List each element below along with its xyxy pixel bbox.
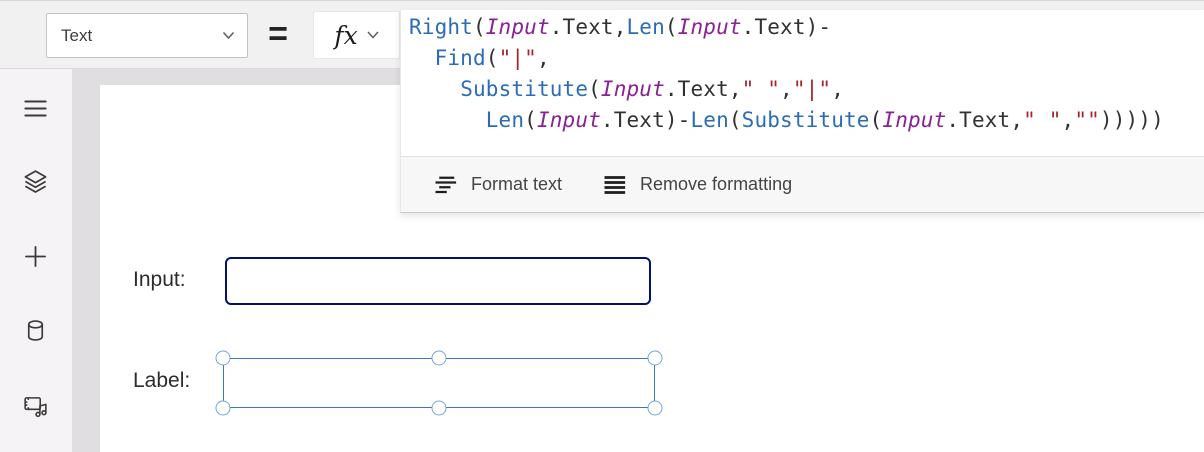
fx-icon: fx <box>334 20 358 50</box>
fx-dropdown-button[interactable]: fx <box>313 11 400 59</box>
equals-sign: = <box>268 15 288 53</box>
text-input-control[interactable] <box>225 257 651 305</box>
media-icon <box>24 397 47 418</box>
label-caption-label: Label: <box>133 369 191 392</box>
sidebar-item-media[interactable] <box>22 392 49 419</box>
property-selector-value: Text <box>61 25 93 45</box>
menu-icon <box>24 100 47 117</box>
sidebar-item-insert[interactable] <box>22 243 49 270</box>
selection-handle-bottom-right[interactable] <box>647 400 663 416</box>
data-icon <box>27 320 44 341</box>
chevron-down-icon <box>367 31 379 39</box>
formula-code[interactable]: Right(Input.Text,Len(Input.Text)- Find("… <box>409 15 1164 132</box>
sidebar-item-menu[interactable] <box>22 95 49 122</box>
property-selector-dropdown[interactable]: Text <box>46 13 248 58</box>
remove-formatting-label: Remove formatting <box>640 174 793 194</box>
selection-handle-top-right[interactable] <box>647 350 663 366</box>
chevron-down-icon <box>222 31 235 40</box>
remove-formatting-button[interactable]: Remove formatting <box>602 174 792 195</box>
selection-handle-top-left[interactable] <box>215 350 231 366</box>
tree-view-icon <box>24 170 47 193</box>
insert-icon <box>25 246 46 267</box>
input-caption-label: Input: <box>133 268 186 291</box>
sidebar-item-tree-view[interactable] <box>22 168 49 195</box>
selection-handle-top-center[interactable] <box>431 350 447 366</box>
sidebar-item-data[interactable] <box>22 317 49 344</box>
selection-handle-bottom-left[interactable] <box>215 400 231 416</box>
format-text-icon <box>435 176 457 193</box>
app-authoring-sidebar <box>0 69 72 452</box>
formula-bar-panel: Right(Input.Text,Len(Input.Text)- Find("… <box>400 10 1204 213</box>
formula-bar-footer: Format text Remove formatting <box>401 156 1204 212</box>
remove-formatting-icon <box>604 175 626 194</box>
format-text-label: Format text <box>471 174 563 194</box>
format-text-button[interactable]: Format text <box>433 174 562 195</box>
selection-handle-bottom-center[interactable] <box>431 400 447 416</box>
